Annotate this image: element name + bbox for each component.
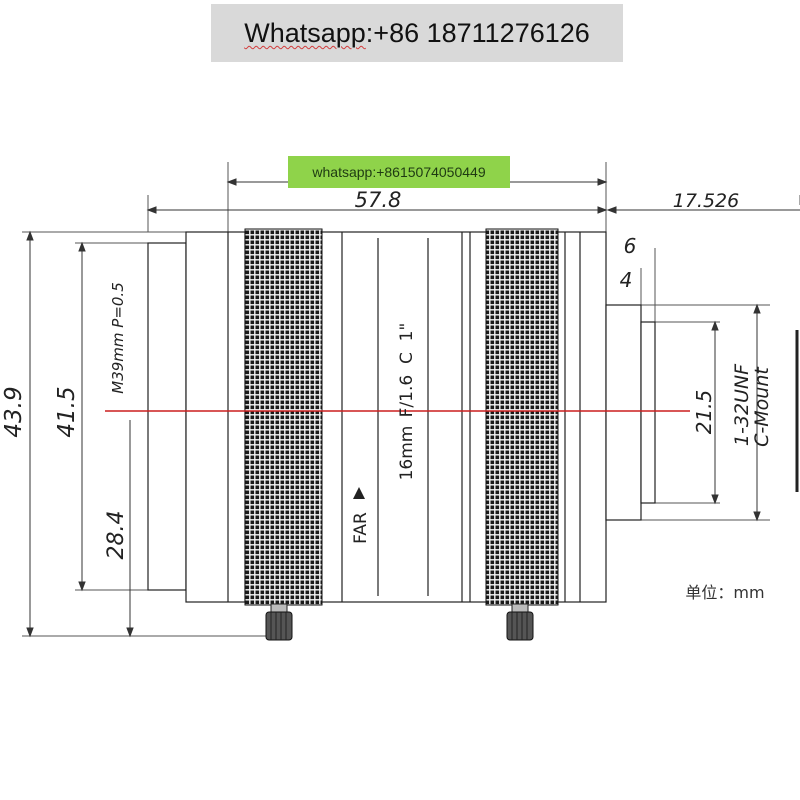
flange-distance-label: 17.526 [673, 190, 739, 212]
far-marking: FAR [351, 512, 371, 544]
mount-name-label: C-Mount [751, 366, 773, 447]
contact-banner: Whatsapp:+86 18711276126 [211, 4, 623, 62]
step-6-label: 6 [624, 234, 637, 258]
mount-diameter-label: 21.5 [692, 390, 716, 435]
watermark-label: whatsapp:+8615074050449 [288, 156, 510, 188]
body-diameter-label: 28.4 [104, 511, 129, 560]
mount-thread-label: 1-32UNF [731, 363, 753, 446]
thread-note-label: M39mm P=0.5 [109, 282, 127, 394]
dimension-lines [26, 178, 800, 638]
focus-ring-knurl [244, 228, 323, 606]
step-4-label: 4 [620, 268, 633, 292]
extension-lines [22, 162, 800, 637]
thread-outer-label: 41.5 [54, 386, 80, 437]
outer-diameter-label: 43.9 [1, 386, 27, 437]
focal-length-marking: 16mm [397, 426, 417, 481]
iris-ring-knurl [485, 228, 559, 606]
locking-screws [265, 603, 534, 641]
screw-knurl-lines [270, 612, 528, 640]
banner-prefix: Whatsapp [244, 18, 366, 48]
banner-phone: :+86 18711276126 [365, 18, 590, 48]
overall-length-label: 57.8 [355, 188, 402, 212]
unit-label: 单位：mm [685, 583, 764, 602]
far-arrow-icon [353, 487, 365, 499]
aperture-marking: F/1.6 C 1" [397, 323, 417, 418]
